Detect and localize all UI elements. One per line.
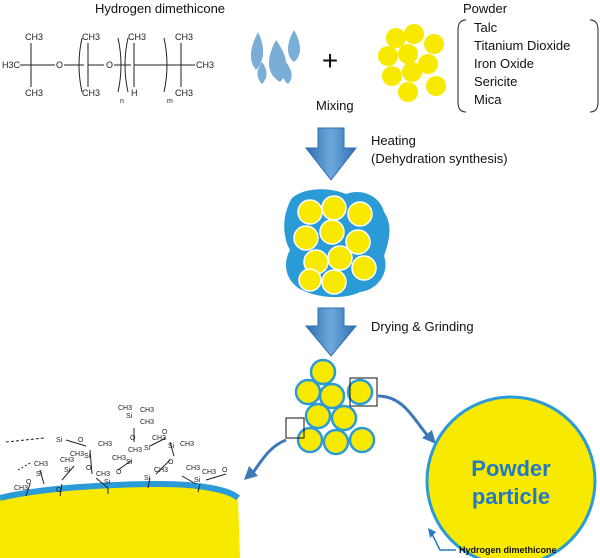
chem-o: O: [162, 429, 168, 436]
formula-ch3-top-3: CH3: [128, 32, 146, 42]
chem-ch3: CH3: [34, 461, 48, 468]
chem-si: Si: [56, 437, 63, 444]
chem-ch3: CH3: [202, 469, 216, 476]
chem-ch3: CH3: [96, 471, 110, 478]
powder-list-bracket: [457, 19, 599, 113]
coating-label: Hydrogen dimethicone: [459, 545, 557, 555]
powder-item: Mica: [474, 92, 502, 107]
formula-ch3-right: CH3: [196, 60, 214, 70]
down-arrow-icon: [304, 307, 358, 357]
plus-sign: +: [322, 45, 338, 76]
powder-item: Sericite: [474, 74, 517, 89]
curved-arrow-icon: [377, 394, 430, 437]
curved-arrow-head-left: [244, 466, 258, 480]
chem-ch3: CH3: [14, 485, 28, 492]
down-arrow-icon: [304, 127, 358, 181]
chem-ch3: CH3: [70, 451, 84, 458]
coated-powder-cluster: [284, 189, 390, 298]
formula-ch3-bot-1: CH3: [25, 88, 43, 98]
zoom-box-left: [285, 417, 305, 439]
chem-ch3: CH3: [152, 435, 166, 442]
coated-surface: [0, 480, 241, 558]
formula-o-1: O: [56, 60, 63, 70]
coating-pointer: [428, 528, 456, 551]
chem-o: O: [26, 479, 32, 486]
mixing-label: Mixing: [316, 98, 354, 113]
powder-title: Powder: [463, 1, 508, 16]
heating-label: Heating: [371, 133, 416, 148]
water-drops-icon: [250, 30, 300, 84]
formula-ch3-top-4: CH3: [175, 32, 193, 42]
formula-h: H: [131, 88, 138, 98]
formula-ch3-top-2: CH3: [82, 32, 100, 42]
chem-ch3: CH3: [60, 457, 74, 464]
chem-ch3: CH3: [118, 405, 132, 412]
chem-ch3: CH3: [140, 407, 154, 414]
chem-si: Si: [126, 413, 133, 420]
zoom-box-right: [349, 377, 378, 407]
formula-ch3-bot-2: CH3: [82, 88, 100, 98]
powder-particle-label-2: particle: [472, 484, 550, 509]
chem-o: O: [86, 465, 92, 472]
powder-item: Titanium Dioxide: [474, 38, 570, 53]
chem-o: O: [130, 435, 136, 442]
powder-list: Talc Titanium Dioxide Iron Oxide Sericit…: [474, 20, 570, 107]
chem-o: O: [222, 467, 228, 474]
chem-ch3: CH3: [140, 419, 154, 426]
coated-particles: [294, 358, 376, 456]
chem-ch3: CH3: [186, 465, 200, 472]
formula-subscript-m: m: [167, 98, 173, 105]
formula-ch3-top-1: CH3: [25, 32, 43, 42]
curved-arrow-head-right: [422, 430, 436, 444]
chem-si: Si: [194, 477, 201, 484]
siloxane-network: Si O Si CH3 O Si CH3 CH3 Si CH3 CH3 O O …: [5, 405, 228, 497]
chem-si: Si: [84, 453, 91, 460]
chem-ch3: CH3: [180, 441, 194, 448]
chem-o: O: [168, 459, 174, 466]
powder-item: Iron Oxide: [474, 56, 534, 71]
chem-si: Si: [126, 459, 133, 466]
chem-ch3: CH3: [112, 455, 126, 462]
formula-h3c: H3C: [2, 60, 21, 70]
powder-cluster: [378, 24, 446, 102]
chem-o: O: [56, 487, 62, 494]
chem-ch3: CH3: [98, 441, 112, 448]
chem-si: Si: [144, 475, 151, 482]
curved-arrow-icon: [250, 438, 287, 475]
chem-si: Si: [104, 479, 111, 486]
chem-si: Si: [168, 443, 175, 450]
hydrogen-dimethicone-title: Hydrogen dimethicone: [95, 1, 225, 16]
chem-si: Si: [144, 445, 151, 452]
chem-ch3: CH3: [128, 447, 142, 454]
powder-particle-label-1: Powder: [471, 456, 551, 481]
chem-si: Si: [36, 471, 43, 478]
chem-ch3: CH3: [154, 467, 168, 474]
chem-o: O: [78, 437, 84, 444]
formula-ch3-bot-4: CH3: [175, 88, 193, 98]
formula-subscript-n: n: [120, 98, 124, 105]
chem-si: Si: [64, 467, 71, 474]
drying-grinding-label: Drying & Grinding: [371, 319, 474, 334]
formula-o-2: O: [106, 60, 113, 70]
powder-particle: Powder particle: [425, 395, 597, 558]
heating-detail-label: (Dehydration synthesis): [371, 151, 508, 166]
powder-item: Talc: [474, 20, 498, 35]
chem-o: O: [116, 469, 122, 476]
hydrogen-dimethicone-formula: H3C CH3 CH3 O CH3 CH3 O n CH3 H m CH3 CH…: [2, 32, 214, 105]
